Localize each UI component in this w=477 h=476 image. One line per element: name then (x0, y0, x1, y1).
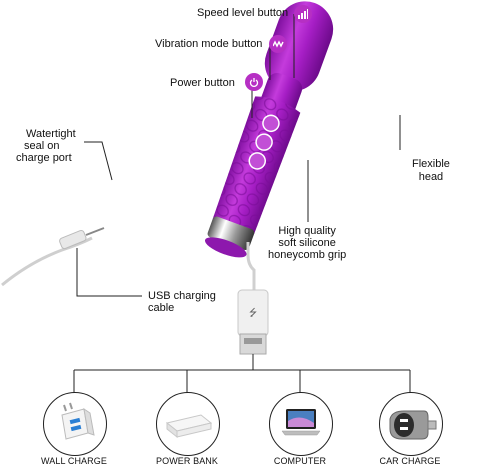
silicone-line-3: honeycomb grip (268, 249, 347, 261)
callout-lines (73, 14, 411, 394)
power-button-label: Power button (170, 77, 235, 89)
device-button-1 (262, 114, 280, 133)
vibration-mode-button-label: Vibration mode button (155, 38, 263, 50)
watertight-line-3: charge port (16, 152, 72, 164)
usb-cable-label: USB charging cable (148, 290, 216, 314)
computer-circle (269, 392, 333, 456)
charge-port (204, 237, 247, 258)
power-bank-caption: POWER BANK (155, 456, 218, 466)
car-charger-circle (379, 392, 443, 456)
chrome-cap (207, 216, 255, 251)
flexible-line-2: head (418, 171, 444, 183)
flexible-head-label: Flexible head (412, 158, 450, 184)
speed-level-icon (294, 5, 312, 23)
silicone-line-1: High quality (278, 225, 336, 237)
vibration-mode-icon (269, 35, 287, 53)
wall-charger-circle (43, 392, 107, 456)
power-bank-icon (165, 414, 213, 439)
wand-device (204, 1, 334, 258)
laptop-icon (281, 409, 321, 436)
flexible-line-1: Flexible (412, 158, 450, 170)
device-button-2 (255, 133, 273, 151)
watertight-line-1: Watertight (26, 128, 76, 140)
speed-level-button-label: Speed level button (197, 7, 289, 19)
computer-caption: COMPUTER (273, 456, 327, 466)
svg-text:⭍: ⭍ (249, 307, 257, 319)
car-charge-caption: CAR CHARGE (379, 456, 441, 466)
usb-cable: ⭍ (1, 227, 269, 355)
silicone-line-2: soft silicone (278, 237, 336, 249)
device-button-3 (248, 152, 267, 170)
flexible-head (264, 1, 334, 92)
wall-charger-icon (61, 402, 95, 440)
power-bank-circle (156, 392, 220, 456)
watertight-seal-label: Watertight seal on charge port (16, 128, 76, 164)
usb-line-1: USB charging (148, 290, 216, 302)
wall-charge-caption: WALL CHARGE (41, 456, 107, 466)
power-icon (245, 73, 263, 91)
car-charger-icon (389, 410, 437, 440)
watertight-line-2: seal on (24, 140, 60, 152)
silicone-grip-label: High quality soft silicone honeycomb gri… (268, 225, 346, 261)
usb-line-2: cable (148, 302, 175, 314)
